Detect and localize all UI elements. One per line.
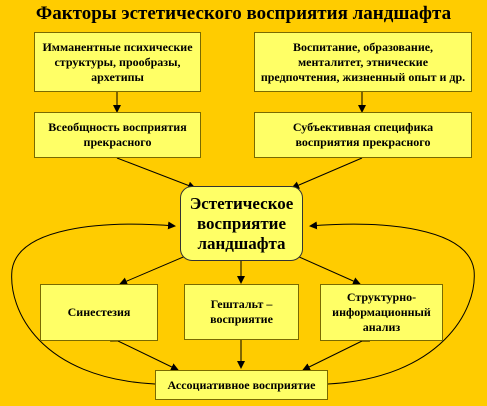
loop-arrow-right [309,221,475,389]
box-immanent-structures: Имманентные психические структуры, прооб… [34,32,201,92]
arrow-universality-to-aesthetic [116,157,196,190]
box-associative-perception: Ассоциативное восприятие [155,370,328,400]
box-aesthetic-perception-label: Эстетическое восприятие ландшафта [189,193,294,253]
box-immanent-structures-label: Имманентные психические структуры, прооб… [42,39,193,84]
diagram-title: Факторы эстетического восприятия ландшаф… [35,3,452,24]
box-associative-perception-label: Ассоциативное восприятие [167,377,316,392]
box-gestalt: Гештальт – восприятие [184,284,299,340]
box-upbringing-education: Воспитание, образование, менталитет, этн… [254,32,472,92]
box-universality: Всеобщность восприятия прекрасного [34,112,201,158]
box-aesthetic-perception: Эстетическое восприятие ландшафта [180,186,303,261]
arrow-synesthesia-associative [109,334,179,371]
box-gestalt-label: Гештальт – восприятие [210,297,273,326]
box-subjective-specifics: Субъективная специфика восприятия прекра… [254,112,472,158]
loop-arrow-left [11,221,176,389]
box-universality-label: Всеобщность восприятия прекрасного [48,120,187,149]
box-synesthesia: Синестезия [40,284,158,341]
box-upbringing-education-label: Воспитание, образование, менталитет, этн… [260,39,466,84]
arrow-structural-associative [302,334,371,371]
box-structural-analysis-label: Структурно- информационный анализ [332,290,431,334]
box-synesthesia-label: Синестезия [67,305,131,319]
box-subjective-specifics-label: Субъективная специфика восприятия прекра… [292,120,434,149]
box-structural-analysis: Структурно- информационный анализ [320,284,443,341]
arrow-subjective-to-aesthetic [291,157,363,189]
